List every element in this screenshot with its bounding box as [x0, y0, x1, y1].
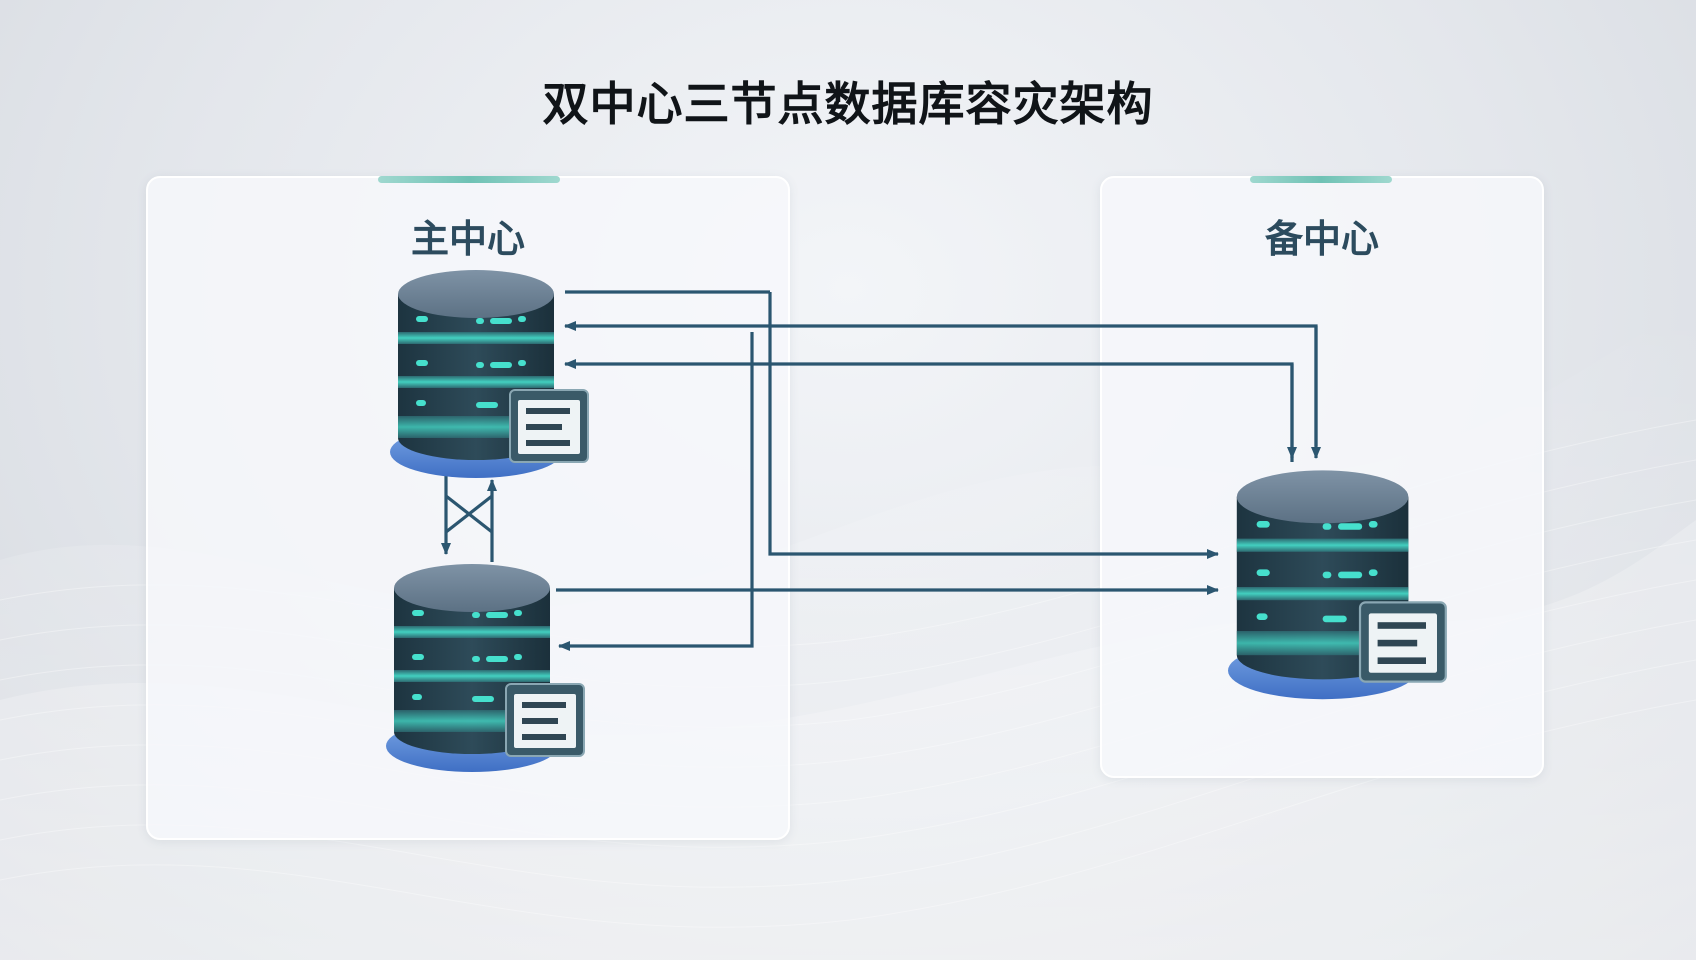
arrow-primary-db1-to-backup-via-middle	[768, 292, 1219, 559]
arrow-backup-to-primary-db1-inner	[564, 359, 1294, 462]
backup-center-label: 备中心	[1264, 217, 1379, 261]
diagram-title: 双中心三节点数据库容灾架构	[542, 77, 1154, 131]
primary-panel-accent-bar	[378, 176, 560, 183]
primary-database-server-1	[390, 269, 589, 479]
backup-panel-accent-bar	[1250, 176, 1392, 183]
arrow-primary-db1-to-primary-db2-return	[558, 332, 754, 651]
primary-database-server-2	[386, 563, 585, 773]
sync-cross-b	[445, 494, 493, 534]
arrow-backup-to-primary-db1-outer	[564, 321, 1318, 446]
primary-center-label: 主中心	[410, 217, 525, 261]
backup-database-server	[1228, 469, 1447, 701]
